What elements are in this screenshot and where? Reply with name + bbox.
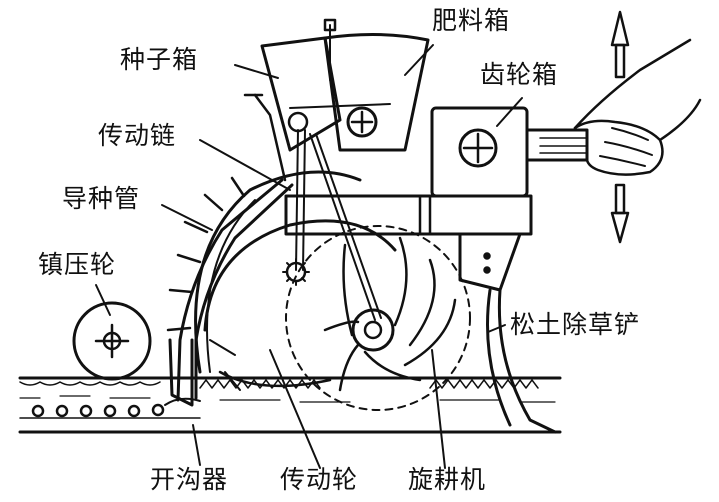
label-furrow-opener: 开沟器 [150,465,229,494]
label-seed-tube: 导种管 [62,184,141,213]
rotary-tiller [166,170,471,411]
drive-sprocket [282,258,310,286]
press-wheel [72,301,152,381]
hand-icon [573,38,702,176]
label-drive-wheel: 传动轮 [280,465,359,494]
leader-lines [95,44,523,469]
fertilizer-box [287,18,430,152]
seed-box [243,36,342,182]
subsoil-weeding-shovel [486,288,557,434]
label-press-wheel: 镇压轮 [38,250,117,279]
drive-chain [295,129,382,321]
double-vertical-arrow-icon [610,10,630,244]
label-gear-box: 齿轮箱 [480,60,559,89]
label-subsoil-weeding-shovel: 松土除草铲 [510,310,641,339]
label-seed-box: 种子箱 [120,45,199,74]
furrow-opener [168,338,194,407]
frame [284,194,533,292]
soil-layer [18,376,562,434]
seed-tube [176,178,294,402]
label-fertilizer-box: 肥料箱 [432,6,511,35]
label-drive-chain: 传动链 [98,121,177,150]
gear-box [430,106,589,198]
label-rotary-tiller: 旋耕机 [408,465,487,494]
